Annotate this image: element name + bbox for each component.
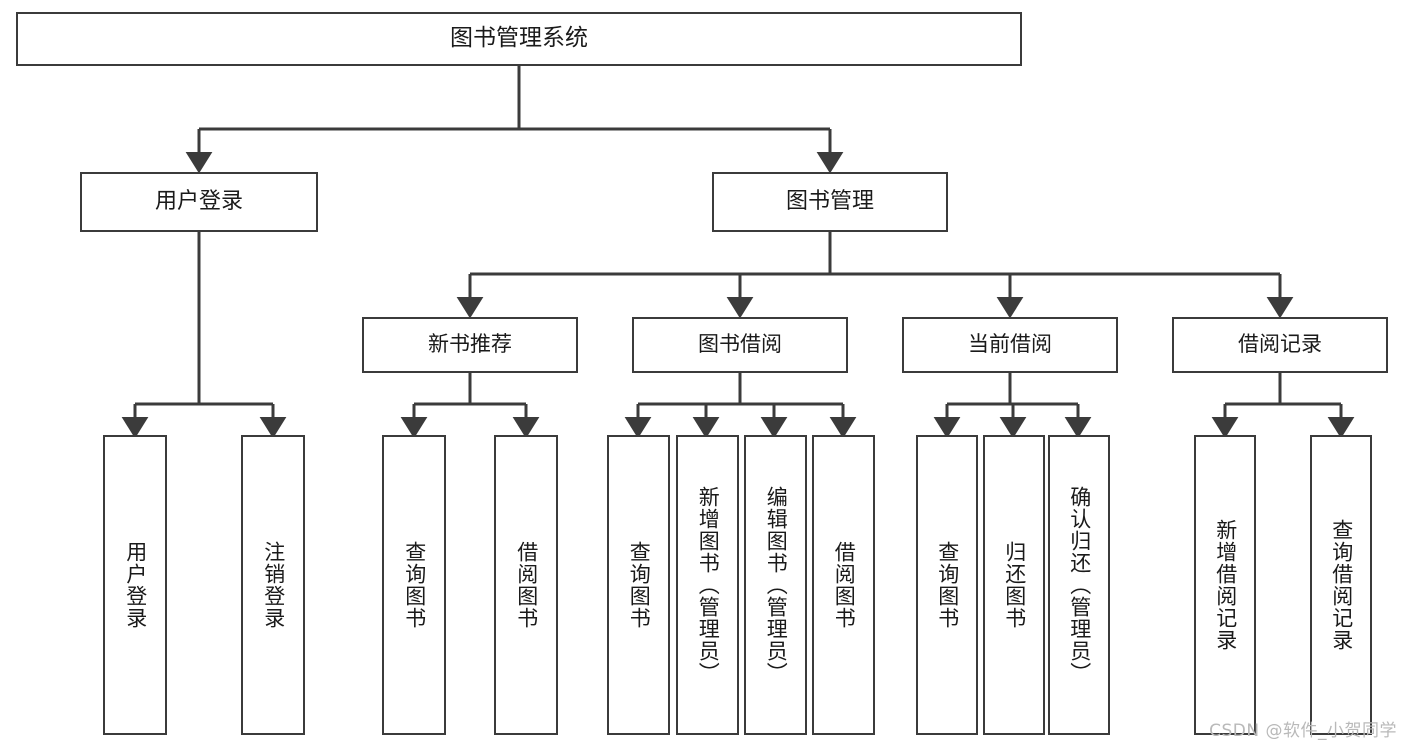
leaf-new-book-query[interactable]: 查询图书	[382, 435, 446, 735]
leaf-current-borrow-query[interactable]: 查询图书	[916, 435, 978, 735]
node-label: 图书管理系统	[450, 25, 588, 52]
node-label: 借阅图书	[514, 541, 539, 629]
node-label: 编辑图书（管理员）	[764, 486, 789, 684]
node-label: 查询借阅记录	[1329, 519, 1354, 651]
leaf-book-borrow-query[interactable]: 查询图书	[607, 435, 670, 735]
leaf-book-borrow-edit-admin[interactable]: 编辑图书（管理员）	[744, 435, 807, 735]
node-book-borrow[interactable]: 图书借阅	[632, 317, 848, 373]
node-label: 查询图书	[627, 541, 652, 629]
node-label: 用户登录	[154, 188, 243, 214]
node-label: 注销登录	[261, 541, 286, 629]
node-new-book-recommend[interactable]: 新书推荐	[362, 317, 578, 373]
leaf-new-book-borrow[interactable]: 借阅图书	[494, 435, 558, 735]
node-label: 查询图书	[402, 541, 427, 629]
node-current-borrow[interactable]: 当前借阅	[902, 317, 1118, 373]
node-label: 借阅图书	[832, 541, 857, 629]
node-label: 归还图书	[1002, 541, 1027, 629]
node-borrow-record[interactable]: 借阅记录	[1172, 317, 1388, 373]
node-label: 图书借阅	[698, 332, 782, 357]
node-user-login[interactable]: 用户登录	[80, 172, 318, 232]
leaf-current-borrow-return[interactable]: 归还图书	[983, 435, 1045, 735]
node-book-management[interactable]: 图书管理	[712, 172, 948, 232]
node-label: 新增借阅记录	[1213, 519, 1238, 651]
leaf-user-login-logout[interactable]: 注销登录	[241, 435, 305, 735]
node-label: 新增图书（管理员）	[696, 486, 721, 684]
node-label: 查询图书	[935, 541, 960, 629]
node-label: 用户登录	[123, 541, 148, 629]
leaf-book-borrow-add-admin[interactable]: 新增图书（管理员）	[676, 435, 739, 735]
leaf-current-borrow-confirm-return-admin[interactable]: 确认归还（管理员）	[1048, 435, 1110, 735]
leaf-borrow-record-add[interactable]: 新增借阅记录	[1194, 435, 1256, 735]
leaf-borrow-record-query[interactable]: 查询借阅记录	[1310, 435, 1372, 735]
node-label: 确认归还（管理员）	[1067, 486, 1092, 684]
leaf-book-borrow-borrow[interactable]: 借阅图书	[812, 435, 875, 735]
node-label: 图书管理	[785, 188, 874, 214]
node-label: 新书推荐	[428, 332, 512, 357]
leaf-user-login-login[interactable]: 用户登录	[103, 435, 167, 735]
node-root-book-management-system[interactable]: 图书管理系统	[16, 12, 1022, 66]
watermark-text: CSDN @软件_小贺同学	[1209, 721, 1397, 741]
node-label: 当前借阅	[968, 332, 1052, 357]
node-label: 借阅记录	[1238, 332, 1322, 357]
